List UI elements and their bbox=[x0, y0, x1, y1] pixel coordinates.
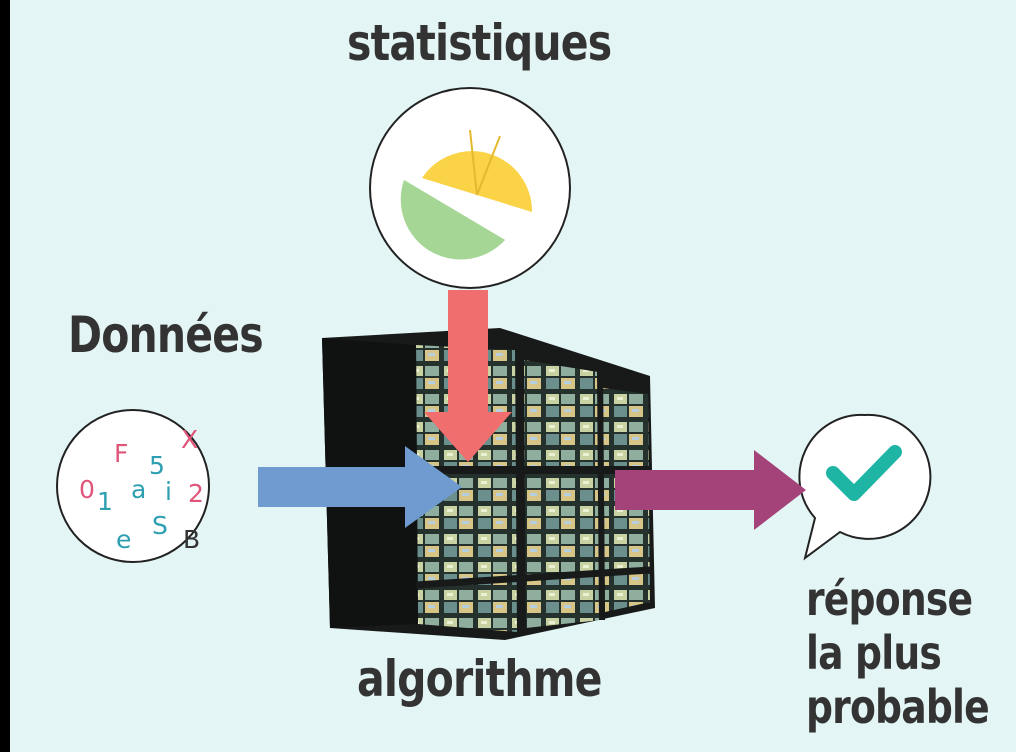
data-glyph: F bbox=[114, 439, 128, 468]
checkmark-icon bbox=[826, 445, 902, 501]
data-glyph: i bbox=[165, 477, 172, 506]
data-glyph: B bbox=[183, 525, 200, 554]
data-glyph: 0 bbox=[79, 475, 95, 504]
data-glyph: S bbox=[152, 511, 168, 540]
data-glyph: 1 bbox=[97, 487, 113, 516]
data-glyph: 2 bbox=[188, 479, 204, 508]
arrow-statistics-to-algorithm bbox=[424, 290, 512, 462]
data-node: 0 1 F a 5 X i 2 e S B bbox=[56, 409, 210, 563]
answer-label-line: probable bbox=[806, 680, 990, 734]
pie-chart-icon bbox=[400, 129, 533, 260]
data-glyph: a bbox=[131, 475, 146, 504]
data-glyph: X bbox=[181, 425, 198, 454]
arrow-data-to-algorithm bbox=[258, 446, 462, 528]
answer-label: réponse la plus probable bbox=[806, 572, 990, 734]
statistics-label: statistiques bbox=[347, 14, 612, 72]
algorithm-label: algorithme bbox=[357, 650, 602, 708]
data-label: Données bbox=[68, 306, 264, 364]
statistics-node bbox=[369, 87, 571, 289]
arrow-algorithm-to-answer bbox=[615, 450, 806, 530]
answer-label-line: la plus bbox=[806, 626, 942, 680]
data-glyph: 5 bbox=[149, 451, 165, 480]
speech-bubble-icon bbox=[798, 413, 932, 561]
answer-label-line: réponse bbox=[806, 572, 973, 626]
data-glyph: e bbox=[116, 525, 131, 554]
